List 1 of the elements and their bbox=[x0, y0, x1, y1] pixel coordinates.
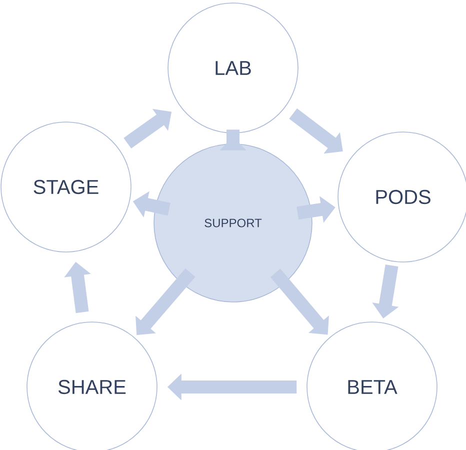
block-arrow bbox=[270, 268, 329, 335]
